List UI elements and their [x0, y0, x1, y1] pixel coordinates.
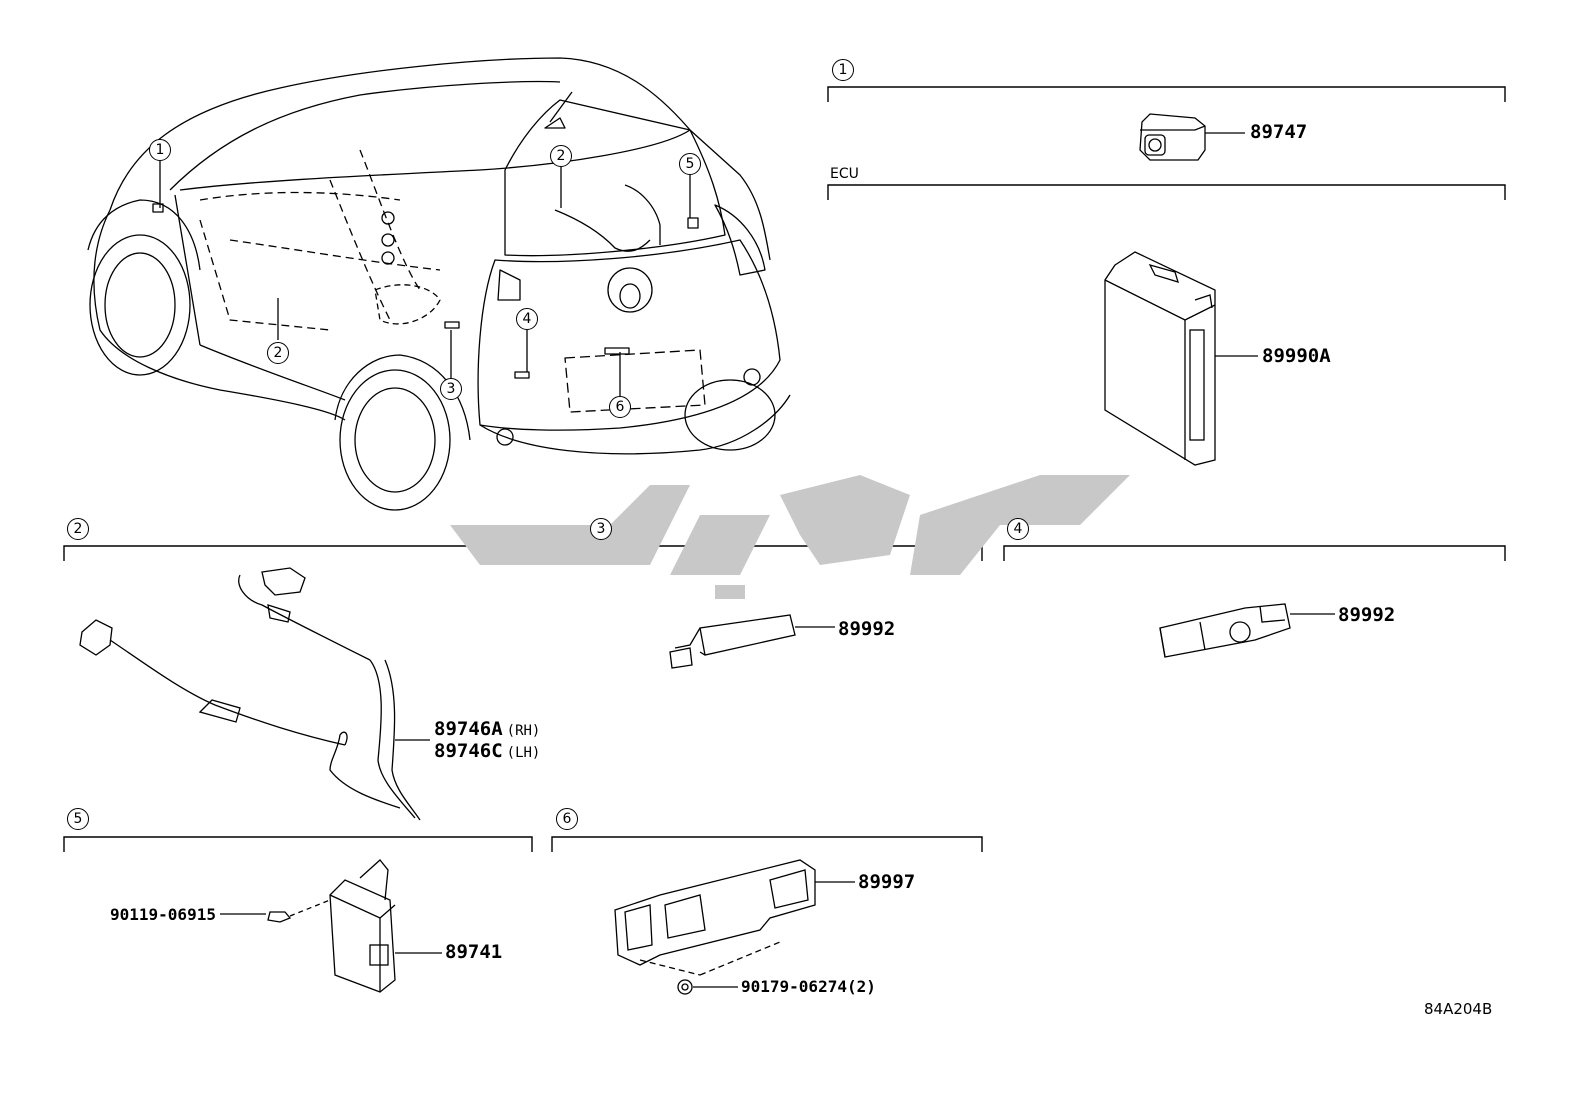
part-number-89746C[interactable]: 89746C(LH)	[434, 740, 540, 762]
section-3-number: 3	[590, 518, 612, 540]
section-2-number: 2	[67, 518, 89, 540]
part-number-89746C-code[interactable]: 89746C	[434, 740, 503, 762]
part-89746C-side: (LH)	[506, 745, 541, 761]
section-1-number: 1	[832, 59, 854, 81]
part-number-89746A[interactable]: 89746A(RH)	[434, 718, 540, 740]
part-89992-a-drawing	[669, 614, 835, 669]
part-number-89746A-code[interactable]: 89746A	[434, 718, 503, 740]
part-number-89990A[interactable]: 89990A	[1262, 345, 1331, 367]
section-6-number: 6	[556, 808, 578, 830]
part-89992-b-drawing	[1159, 603, 1335, 658]
part-number-89747[interactable]: 89747	[1250, 121, 1308, 143]
car-callout-5: 5	[679, 153, 701, 175]
section-5-number: 5	[67, 808, 89, 830]
part-number-89997[interactable]: 89997	[858, 871, 916, 893]
part-89747-drawing	[1139, 113, 1245, 161]
car-callout-3: 3	[440, 378, 462, 400]
car-callout-4: 4	[516, 308, 538, 330]
part-89997-drawing	[614, 859, 855, 995]
diagram-code: 84A204B	[1424, 1000, 1493, 1018]
part-number-89992-section4[interactable]: 89992	[1338, 604, 1396, 626]
section-4-number: 4	[1007, 518, 1029, 540]
part-89741-drawing	[220, 859, 442, 993]
part-number-90179-06274[interactable]: 90179-06274(2)	[741, 977, 876, 996]
section-ecu-label: ECU	[830, 166, 859, 182]
car-callout-1: 1	[149, 139, 171, 161]
part-number-90119-06915[interactable]: 90119-06915	[110, 905, 216, 924]
section-brackets	[63, 86, 1506, 852]
car-callout-2-top: 2	[550, 145, 572, 167]
part-89990A-drawing	[1104, 251, 1258, 466]
part-89746-drawing	[79, 567, 430, 821]
part-number-89992-section3[interactable]: 89992	[838, 618, 896, 640]
car-callout-2-bottom: 2	[267, 342, 289, 364]
car-illustration	[87, 57, 791, 511]
part-number-89741[interactable]: 89741	[445, 941, 503, 963]
car-callout-6: 6	[609, 396, 631, 418]
part-89746A-side: (RH)	[506, 723, 541, 739]
